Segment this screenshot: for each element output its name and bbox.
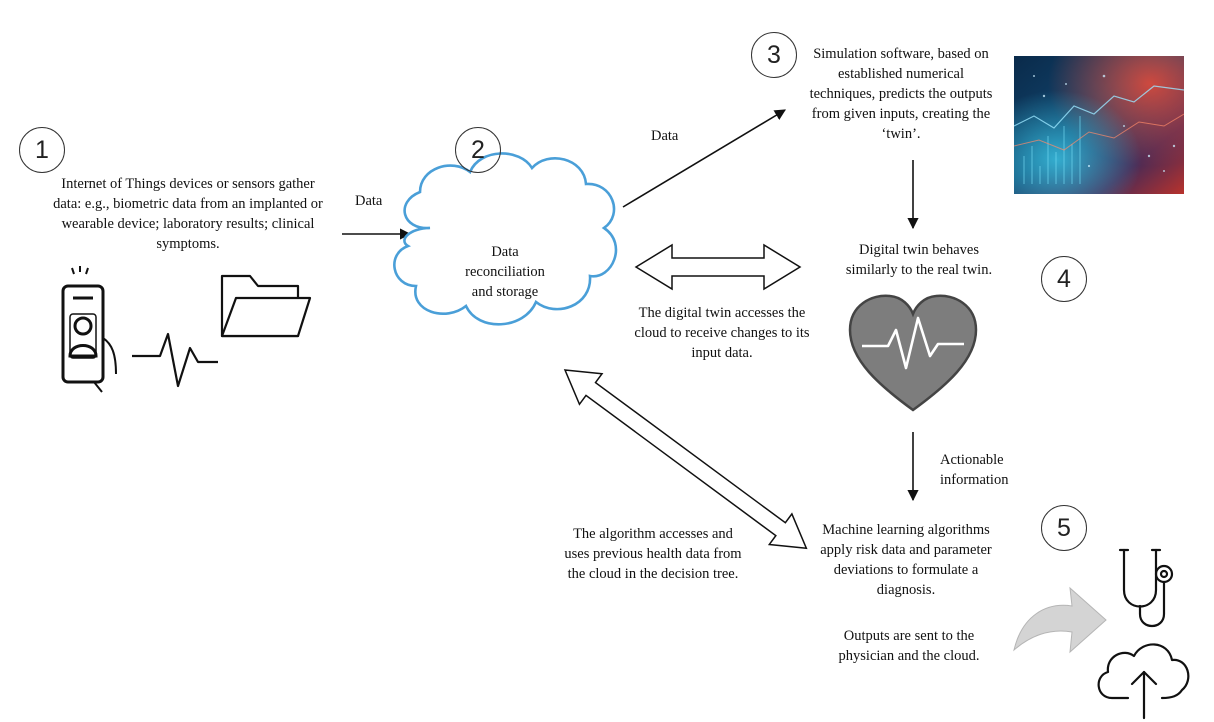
arrow-cloud-to-simulation [622, 109, 786, 208]
phone-user-icon [61, 266, 117, 393]
step-2-text: Data reconciliation and storage [465, 244, 545, 300]
step-3-number: 3 [751, 32, 797, 78]
step-2-number: 2 [455, 127, 501, 173]
pulse-icon [132, 332, 218, 388]
stethoscope-icon [1118, 548, 1174, 628]
data-label-top: Data [651, 128, 679, 144]
outputs-label: Outputs are sent to the physician and th… [838, 628, 980, 664]
cloud-upload-icon [1097, 643, 1190, 720]
double-arrow-cloud-twin [634, 243, 802, 291]
step-5-text: Machine learning algorithms apply risk d… [820, 522, 992, 598]
step-1-number: 1 [19, 127, 65, 173]
step-4-text: Digital twin behaves similarly to the re… [845, 242, 993, 278]
step-1-text: Internet of Things devices or sensors ga… [53, 176, 323, 252]
data-visualization-image [1014, 56, 1184, 194]
step-4-number: 4 [1041, 256, 1087, 302]
data-label-left: Data [355, 193, 383, 209]
step-3-text: Simulation software, based on establishe… [809, 46, 993, 142]
folder-icon [220, 274, 312, 338]
heart-pulse-icon [848, 294, 978, 412]
step-5-number: 5 [1041, 505, 1087, 551]
actionable-label: Actionable information [940, 452, 1009, 488]
twin-access-label: The digital twin accesses the cloud to r… [634, 305, 810, 361]
algorithm-access-label: The algorithm accesses and uses previous… [564, 526, 742, 582]
curved-arrow-icon [1013, 586, 1107, 654]
double-arrow-cloud-ml [563, 369, 808, 550]
